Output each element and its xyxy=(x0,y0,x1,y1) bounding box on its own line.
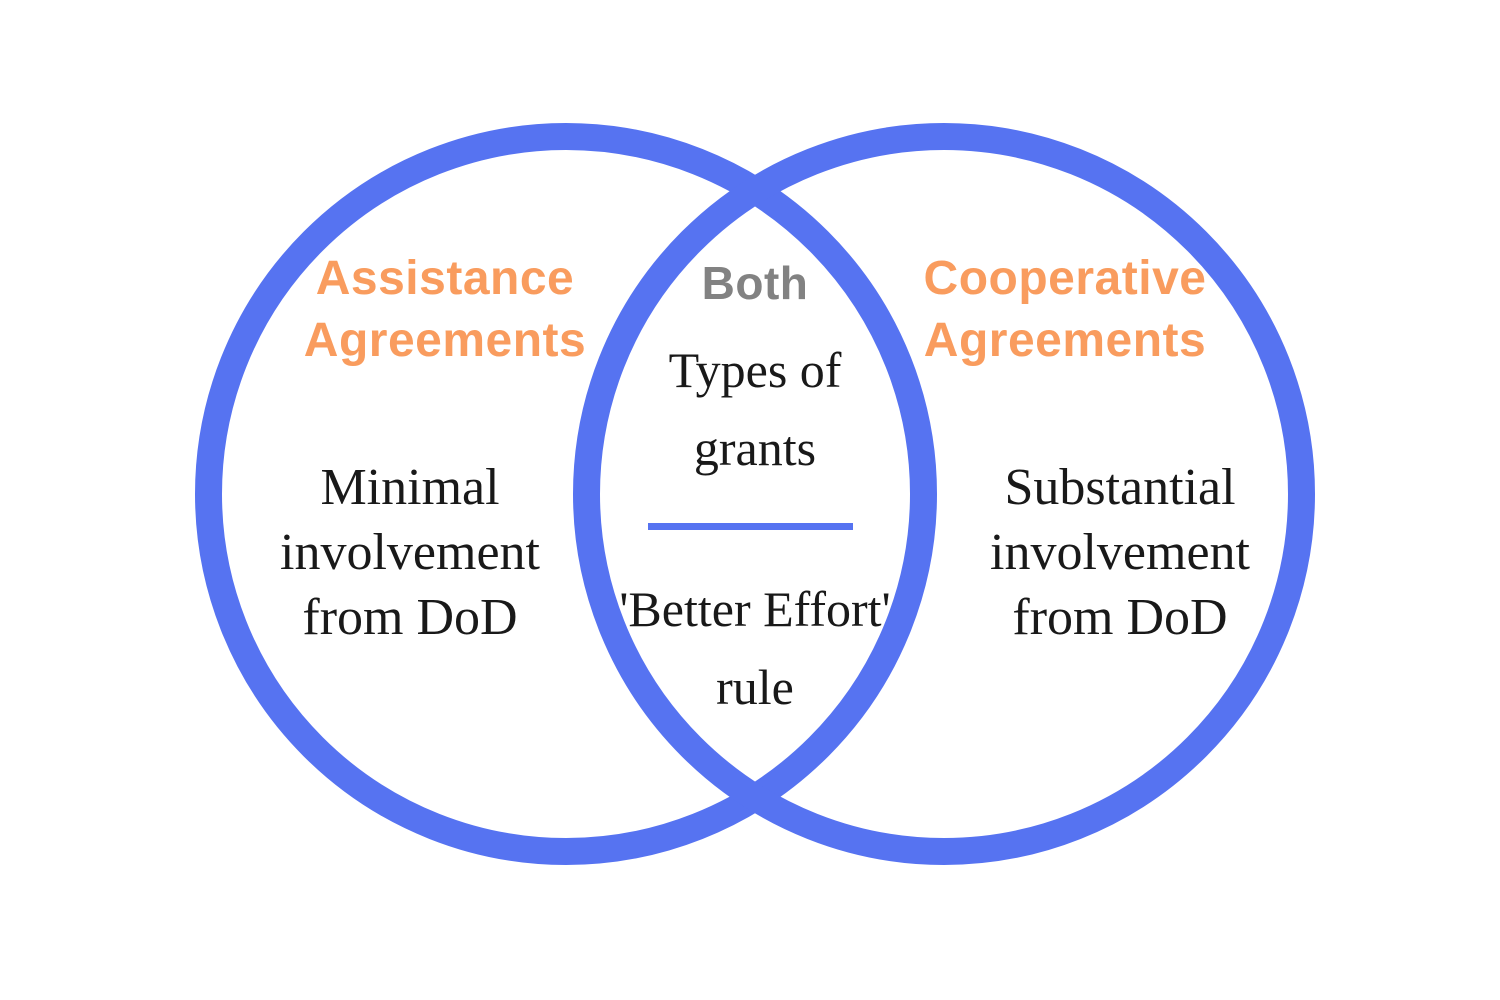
overlap-item-better-effort-rule: 'Better Effort' rule xyxy=(619,581,891,715)
overlap-item-types-of-grants: Types of grants xyxy=(668,342,842,476)
right-circle-title: Cooperative Agreements xyxy=(923,252,1207,367)
left-circle xyxy=(195,123,937,865)
right-circle-body-text: Substantial involvement from DoD xyxy=(990,459,1250,646)
overlap-title: Both xyxy=(701,257,809,309)
left-circle-title: Assistance Agreements xyxy=(303,252,587,367)
right-circle xyxy=(573,123,1315,865)
overlap-divider-line xyxy=(648,523,853,530)
left-circle-body-text: Minimal involvement from DoD xyxy=(280,459,540,646)
